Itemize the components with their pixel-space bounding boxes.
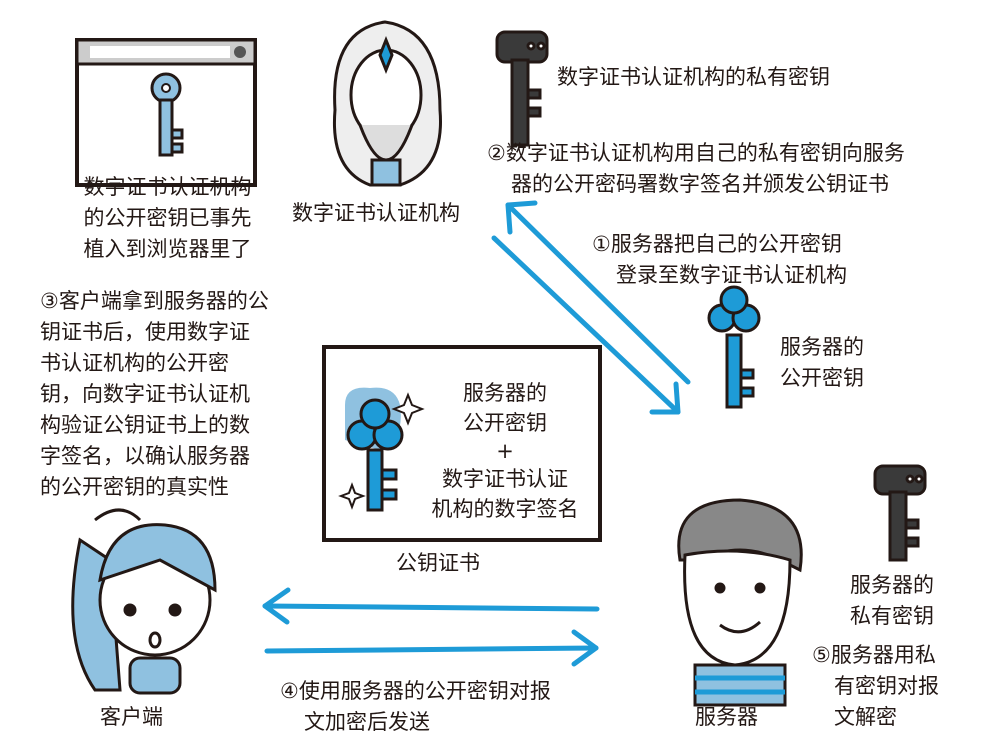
step3-line: 钥，向数字证书认证机 [40, 382, 250, 406]
step5-line: 文解密 [834, 705, 897, 729]
client-figure-icon [71, 508, 217, 695]
step3-line: 字签名，以确认服务器 [40, 444, 250, 468]
server-figure-icon [677, 498, 803, 707]
certificate-line: 公开密钥 [463, 411, 547, 435]
certificate-line: + [496, 439, 514, 463]
step2-line: ②数字证书认证机构用自己的私有密钥向服务 [487, 141, 905, 165]
ca-private-key-label: 数字证书认证机构的私有密钥 [557, 65, 830, 89]
step1-line: 登录至数字证书认证机构 [616, 263, 847, 287]
step3-line: 书认证机构的公开密 [40, 351, 229, 375]
certificate-label: 公钥证书 [396, 551, 480, 575]
label-line: 服务器的 [850, 573, 934, 597]
step4-line: 文加密后发送 [304, 710, 430, 734]
browser-note: 数字证书认证机构 的公开密钥已事先 植入到浏览器里了 [55, 172, 280, 265]
server-public-key-icon [707, 285, 761, 409]
step5-line: ⑤服务器用私 [812, 643, 936, 667]
arrow-client-to-server [264, 629, 599, 667]
browser-note-line: 数字证书认证机构 [83, 175, 252, 199]
step3-line: 钥证书后，使用数字证 [40, 320, 250, 344]
step3-line: 构验证公钥证书上的数 [40, 413, 250, 437]
ca-public-key-icon [150, 72, 184, 157]
certificate-line: 服务器的 [463, 381, 547, 405]
server-private-key-icon [873, 464, 927, 562]
browser-note-line: 植入到浏览器里了 [83, 237, 252, 261]
arrow-server-to-ca [505, 200, 691, 385]
label-line: 公开密钥 [780, 366, 864, 390]
ca-private-key-icon [495, 30, 549, 147]
step4-line: ④使用服务器的公开密钥对报 [280, 679, 551, 703]
label-line: 私有密钥 [850, 604, 934, 628]
step1-line: ①服务器把自己的公开密钥 [592, 232, 842, 256]
server-label: 服务器 [695, 705, 758, 729]
step5-text: ⑤服务器用私 有密钥对报 文解密 [812, 640, 939, 733]
arrow-ca-to-server [491, 235, 681, 415]
ca-label: 数字证书认证机构 [292, 201, 460, 225]
browser-window-icon [75, 38, 257, 187]
step4-text: ④使用服务器的公开密钥对报 文加密后发送 [280, 676, 551, 738]
arrow-server-to-client [262, 587, 600, 625]
step5-line: 有密钥对报 [834, 674, 939, 698]
step2-text: ②数字证书认证机构用自己的私有密钥向服务 器的公开密码署数字签名并颁发公钥证书 [487, 138, 905, 200]
ca-figure-icon [332, 20, 442, 187]
certificate-content: 服务器的 公开密钥 + 数字证书认证 机构的数字签名 [415, 378, 595, 524]
step3-line: 的公开密钥的真实性 [40, 475, 229, 499]
step1-text: ①服务器把自己的公开密钥 登录至数字证书认证机构 [592, 229, 847, 291]
step2-line: 器的公开密码署数字签名并颁发公钥证书 [511, 172, 889, 196]
certificate-line: 机构的数字签名 [431, 497, 579, 521]
browser-note-line: 的公开密钥已事先 [83, 206, 252, 230]
server-public-key-label: 服务器的 公开密钥 [780, 332, 864, 394]
client-label: 客户端 [100, 705, 163, 729]
certificate-line: 数字证书认证 [442, 467, 568, 491]
label-line: 服务器的 [780, 335, 864, 359]
certificate-key-icon [338, 387, 425, 512]
step3-line: ③客户端拿到服务器的公 [40, 289, 269, 313]
step3-text: ③客户端拿到服务器的公 钥证书后，使用数字证 书认证机构的公开密 钥，向数字证书… [40, 286, 269, 503]
server-private-key-label: 服务器的 私有密钥 [850, 570, 934, 632]
